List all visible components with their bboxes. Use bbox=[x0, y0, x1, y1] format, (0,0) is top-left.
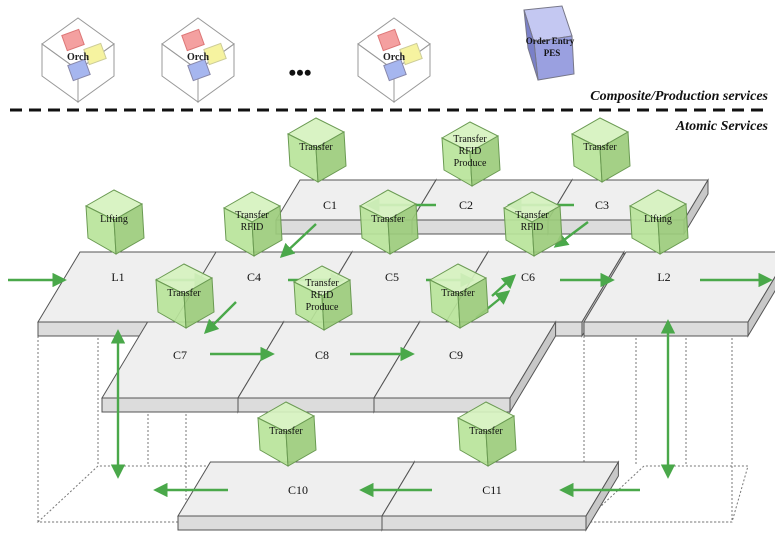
module-label-c8: C8 bbox=[315, 348, 329, 362]
module-label-c7: C7 bbox=[173, 348, 187, 362]
service-label: Transfer bbox=[371, 214, 405, 225]
atomic-layer-label: Atomic Services bbox=[675, 119, 769, 134]
pes-line1: Order Entry bbox=[526, 36, 575, 46]
module-slab-c11: C11 bbox=[381, 460, 620, 532]
module-label-l2: L2 bbox=[657, 270, 670, 284]
module-slab-c9: C9 bbox=[373, 320, 557, 414]
service-label: Transfer bbox=[235, 210, 269, 221]
ellipsis: ••• bbox=[288, 60, 311, 85]
service-label: Transfer bbox=[453, 134, 487, 145]
module-slab-l2: L2 bbox=[583, 251, 775, 338]
module-label-c3: C3 bbox=[595, 198, 609, 212]
service-label: Transfer bbox=[299, 142, 333, 153]
service-label: RFID bbox=[459, 146, 482, 157]
module-label-c10: C10 bbox=[288, 483, 308, 497]
orch-cube-2: Orch bbox=[161, 17, 235, 103]
orch-cube-1: Orch bbox=[41, 17, 115, 103]
module-label-c2: C2 bbox=[459, 198, 473, 212]
module-label-c4: C4 bbox=[247, 270, 261, 284]
flow-arrow bbox=[553, 221, 589, 248]
flow-arrow bbox=[279, 223, 317, 258]
orch-cube-3: Orch bbox=[357, 17, 431, 103]
pes-line2: PES bbox=[544, 48, 561, 58]
module-label-c1: C1 bbox=[323, 198, 337, 212]
module-label-c9: C9 bbox=[449, 348, 463, 362]
orch-label: Orch bbox=[187, 52, 209, 63]
service-cube-l1: Lifting bbox=[84, 189, 145, 255]
service-label: Transfer bbox=[305, 278, 339, 289]
service-label: Transfer bbox=[441, 288, 475, 299]
module-slab-c10: C10 bbox=[177, 460, 416, 532]
pes-cube: Order Entry PES bbox=[523, 5, 575, 81]
composite-layer-label: Composite/Production services bbox=[590, 89, 768, 104]
flow-arrow bbox=[203, 301, 237, 335]
service-label: Lifting bbox=[100, 214, 128, 225]
service-cube-c7: Transfer bbox=[154, 263, 215, 329]
orch-label: Orch bbox=[67, 52, 89, 63]
service-label: Produce bbox=[454, 158, 487, 169]
service-label: RFID bbox=[521, 222, 544, 233]
module-label-c5: C5 bbox=[385, 270, 399, 284]
service-cube-c5: Transfer bbox=[358, 189, 419, 255]
service-cube-c3: Transfer bbox=[570, 117, 631, 183]
service-label: Transfer bbox=[269, 426, 303, 437]
service-label: RFID bbox=[241, 222, 264, 233]
service-label: Lifting bbox=[644, 214, 672, 225]
service-cubes: TransferTransferRFIDProduceTransferLifti… bbox=[84, 117, 689, 467]
service-label: Transfer bbox=[469, 426, 503, 437]
module-label-c11: C11 bbox=[482, 483, 502, 497]
service-label: Produce bbox=[306, 302, 339, 313]
service-label: Transfer bbox=[583, 142, 617, 153]
service-label: Transfer bbox=[167, 288, 201, 299]
service-cube-c11: Transfer bbox=[456, 401, 517, 467]
service-label: RFID bbox=[311, 290, 334, 301]
orch-label: Orch bbox=[383, 52, 405, 63]
service-cube-c10: Transfer bbox=[256, 401, 317, 467]
service-label: Transfer bbox=[515, 210, 549, 221]
service-cube-l2: Lifting bbox=[628, 189, 689, 255]
service-cube-c1: Transfer bbox=[286, 117, 347, 183]
module-label-l1: L1 bbox=[111, 270, 124, 284]
support-frame-right bbox=[582, 321, 749, 523]
module-label-c6: C6 bbox=[521, 270, 535, 284]
service-cube-c9: Transfer bbox=[428, 263, 489, 329]
